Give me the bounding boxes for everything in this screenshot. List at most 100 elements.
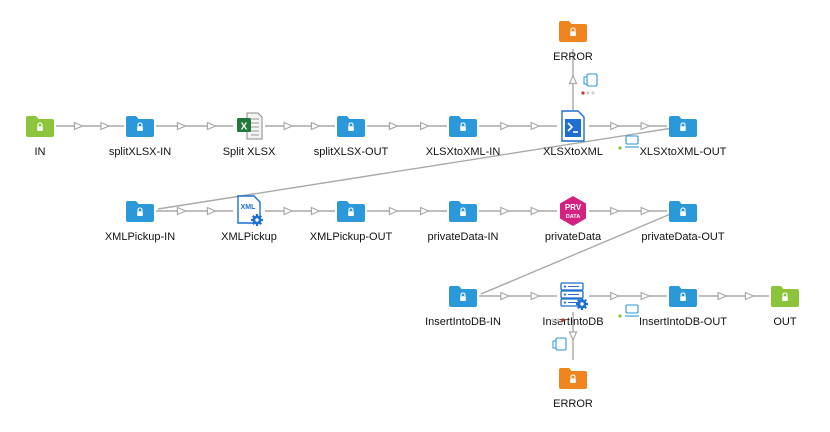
status-dot-xlsxtoxml [618,146,622,150]
node-insertintodb-out[interactable]: InsertIntoDB-OUT [639,286,727,328]
connector-privatedata-in-to-privatedata[interactable] [479,206,557,216]
error-log-tray-icon[interactable] [583,73,598,87]
node-label: privateData-IN [428,231,499,243]
connector-arrowhead [176,121,187,131]
edges-layer [56,49,769,360]
connector-xlsxtoxml-to-error-top[interactable] [568,49,578,110]
connector-arrowhead [640,206,651,216]
node-xlsxtoxml-out[interactable]: XLSXtoXML-OUT [640,116,727,158]
connector-xmlpickup-out-to-privatedata-in[interactable] [367,206,447,216]
node-label: ERROR [553,51,593,63]
node-splitxlsx-out[interactable]: splitXLSX-OUT [314,116,389,158]
connector-arrowhead [176,206,187,216]
node-label: splitXLSX-OUT [314,146,389,158]
node-label: OUT [773,316,797,328]
node-label: InsertIntoDB [542,316,603,328]
connector-arrowhead [500,121,511,131]
node-splitxlsx-in[interactable]: splitXLSX-IN [109,116,171,158]
connector-insertintodb-out-to-out[interactable] [699,291,769,301]
connector-arrowhead [283,121,294,131]
connector-arrowhead [100,121,111,131]
node-insertintodb[interactable]: InsertIntoDB [542,282,604,328]
connector-xmlpickup-to-xmlpickup-out[interactable] [265,206,335,216]
connector-arrowhead [420,121,431,131]
node-label: privateData-OUT [641,231,724,243]
node-label: XMLPickup-OUT [310,231,393,243]
connector-split-xlsx-to-splitxlsx-out[interactable] [265,121,335,131]
connector-arrowhead [744,291,755,301]
node-label: XMLPickup-IN [105,231,175,243]
node-xlsxtoxml-in[interactable]: XLSXtoXML-IN [426,116,501,158]
connector-insertintodb-to-error-bottom[interactable] [568,312,578,360]
node-label: InsertIntoDB-OUT [639,316,727,328]
connector-arrowhead [640,291,651,301]
connector-privatedata-out-to-insertintodb-in[interactable] [480,212,674,295]
connector-arrowhead [568,74,578,85]
node-xmlpickup-in[interactable]: XMLPickup-IN [105,201,175,243]
connector-arrowhead [420,206,431,216]
connector-arrowhead [500,291,511,301]
excel-splitter-icon: X [237,112,263,140]
error-log-tray-icon[interactable] [552,337,567,351]
script-icon [561,110,585,142]
node-error-bottom[interactable]: ERROR [553,368,593,410]
connector-insertintodb-in-to-insertintodb[interactable] [479,291,557,301]
connector-arrowhead [717,291,728,301]
database-server-icon [560,282,588,310]
connector-arrowhead [388,121,399,131]
connector-xmlpickup-in-to-xmlpickup[interactable] [156,206,233,216]
output-tray-icon[interactable] [625,135,639,148]
connector-arrowhead [310,121,321,131]
node-privatedata-out[interactable]: privateData-OUT [641,201,725,243]
connector-arrowhead [610,121,621,131]
nodes-layer: IN splitXLSX-IN X Split XLSX splitXLSX-OUT XL… [26,21,799,410]
connector-arrowhead [500,206,511,216]
connector-arrowhead [283,206,294,216]
connector-splitxlsx-out-to-xlsxtoxml-in[interactable] [367,121,447,131]
node-label: ERROR [553,398,593,410]
connector-arrowhead [73,121,84,131]
connector-arrowhead [640,121,651,131]
connector-xlsxtoxml-out-to-xmlpickup-in[interactable] [157,127,674,210]
connector-insertintodb-to-insertintodb-out[interactable] [589,291,667,301]
connector-splitxlsx-in-to-split-xlsx[interactable] [156,121,233,131]
privacy-badge-line2: DATA [566,214,580,220]
node-label: XLSXtoXML-IN [426,146,501,158]
status-dot-insertintodb [618,314,622,318]
connector-in-to-splitxlsx-in[interactable] [56,121,124,131]
node-xmlpickup-out[interactable]: XMLPickup-OUT [310,201,393,243]
connector-privatedata-to-privatedata-out[interactable] [589,206,667,216]
connector-arrowhead [206,121,217,131]
status-dots-bottom [551,318,565,322]
node-label: XLSXtoXML-OUT [640,146,727,158]
node-label: privateData [545,231,602,243]
connector-arrowhead [530,291,541,301]
connector-arrowhead [568,331,578,342]
connector-xlsxtoxml-in-to-xlsxtoxml[interactable] [479,121,557,131]
node-out[interactable]: OUT [771,286,799,328]
connector-xlsxtoxml-to-xlsxtoxml-out[interactable] [589,121,667,131]
connector-arrowhead [310,206,321,216]
decor-layer [551,73,639,351]
node-in[interactable]: IN [26,116,54,158]
output-tray-icon[interactable] [625,304,639,317]
node-label: splitXLSX-IN [109,146,171,158]
connector-arrowhead [388,206,399,216]
node-insertintodb-in[interactable]: InsertIntoDB-IN [425,286,501,328]
connector-arrowhead [530,206,541,216]
node-xlsxtoxml[interactable]: XLSXtoXML [543,110,603,158]
node-label: Split XLSX [223,146,276,158]
node-split-xlsx[interactable]: X Split XLSX [223,112,276,158]
node-error-top[interactable]: ERROR [553,21,593,63]
status-dots-top [581,91,595,95]
svg-text:X: X [241,122,248,133]
connector-arrowhead [530,121,541,131]
connector-arrowhead [610,291,621,301]
connector-arrowhead [610,206,621,216]
connector-arrowhead [206,206,217,216]
node-privatedata-in[interactable]: privateData-IN [428,201,499,243]
